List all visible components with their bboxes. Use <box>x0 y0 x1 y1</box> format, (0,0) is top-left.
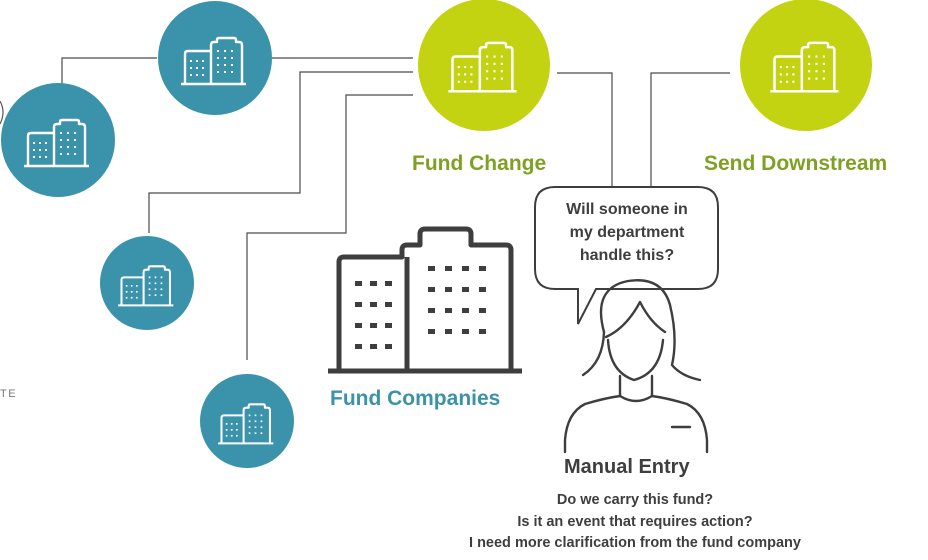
fund-change-node <box>418 0 550 131</box>
fund-company-node-1 <box>158 1 272 115</box>
speech-line: my department <box>569 224 685 241</box>
fund-companies-label: Fund Companies <box>330 387 501 410</box>
connector-entry-to-downstream <box>650 72 730 186</box>
question-item: Is it an event that requires action? <box>517 513 753 530</box>
connector-mid <box>148 71 413 233</box>
fund-change-label: Fund Change <box>412 152 547 175</box>
partial-ring-fragment <box>0 100 4 125</box>
speech-line: handle this? <box>579 247 675 264</box>
clipped-text-fragment: TE <box>0 388 17 400</box>
question-item: Do we carry this fund? <box>556 492 714 508</box>
connector-change-to-entry <box>557 72 613 186</box>
speech-bubble-icon <box>534 186 719 325</box>
manual-entry-title: Manual Entry <box>564 456 690 478</box>
fund-companies-building-icon <box>328 226 522 374</box>
question-item: I need more clarification from the fund … <box>469 535 801 551</box>
connector-lines <box>61 57 730 360</box>
woman-avatar-icon <box>563 279 709 454</box>
send-downstream-label: Send Downstream <box>704 152 888 175</box>
send-downstream-node <box>740 0 872 131</box>
speech-line: Will someone in <box>566 201 688 218</box>
manual-entry-questions: Do we carry this fund? Is it an event th… <box>420 490 850 555</box>
connector-lower <box>246 94 413 360</box>
speech-bubble-text: Will someone in my department handle thi… <box>540 198 714 267</box>
connector-left-top <box>61 57 157 85</box>
fund-company-node-4 <box>200 374 294 468</box>
fund-company-node-2 <box>1 83 115 197</box>
fund-company-node-3 <box>100 236 194 330</box>
